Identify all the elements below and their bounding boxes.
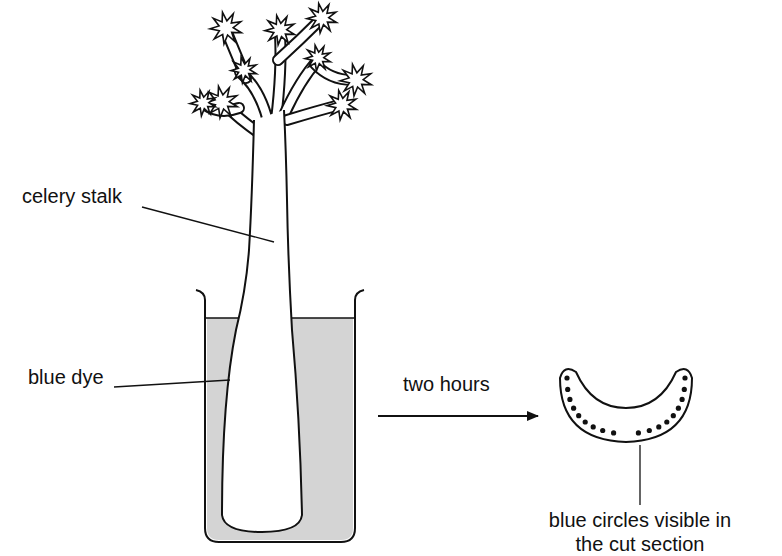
part-label: blue dye bbox=[28, 365, 104, 389]
process-label: two hours bbox=[403, 372, 490, 396]
leader-line bbox=[639, 445, 640, 505]
part-label: celery stalk bbox=[22, 184, 122, 208]
vascular-dots bbox=[564, 375, 687, 435]
leader-line bbox=[142, 207, 274, 242]
celery-leaves bbox=[190, 3, 371, 120]
celery-stalk bbox=[222, 110, 302, 532]
time-arrow bbox=[378, 415, 538, 417]
observation-label: blue circles visible in the cut section bbox=[540, 508, 740, 556]
cross-section bbox=[560, 369, 692, 442]
leader-line bbox=[114, 380, 230, 387]
